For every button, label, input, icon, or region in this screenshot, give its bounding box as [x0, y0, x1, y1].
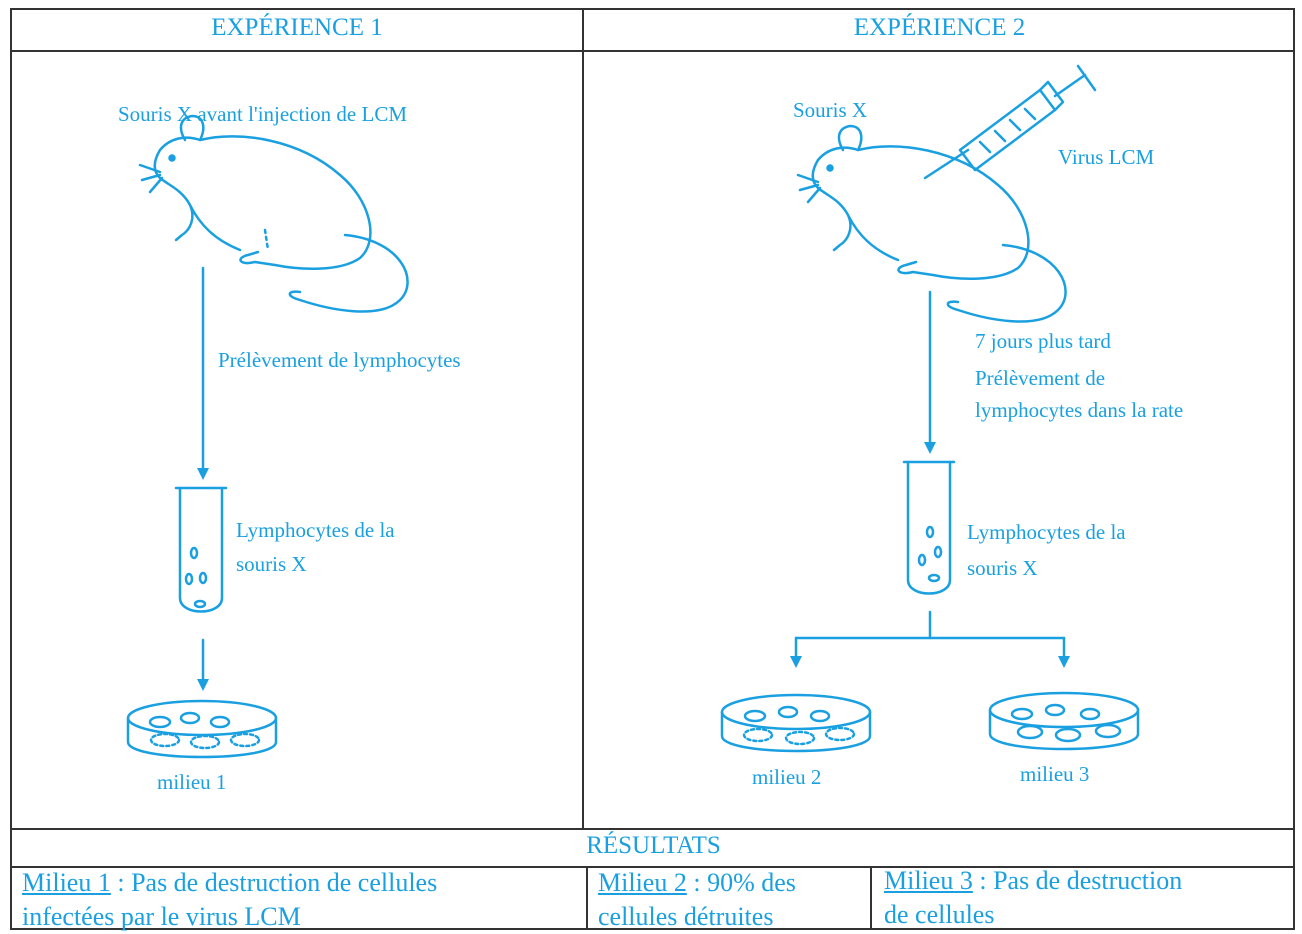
petri-dish-icon: [126, 699, 278, 759]
results-divider-1: [586, 866, 588, 930]
exp1-step-label: Prélèvement de lymphocytes: [218, 348, 461, 372]
result-milieu-3-text-1: : Pas de destruction: [972, 866, 1183, 895]
exp2-tube-label-1: Lymphocytes de la: [967, 520, 1126, 544]
result-milieu-1-text-2: infectées par le virus LCM: [22, 902, 301, 931]
exp1-tube-label-1: Lymphocytes de la: [236, 518, 395, 542]
result-milieu-2-name: Milieu 2: [598, 868, 687, 897]
results-top-divider: [10, 828, 1295, 830]
exp2-mouse-label: Souris X: [793, 98, 868, 122]
milieu-3-label: milieu 3: [1020, 762, 1090, 786]
result-milieu-1-name: Milieu 1: [22, 868, 111, 897]
result-milieu-2: Milieu 2 : 90% des cellules détruites: [598, 866, 796, 934]
experiment-2-title: EXPÉRIENCE 2: [853, 14, 1026, 41]
mouse-icon: [796, 124, 1067, 323]
results-divider-2: [870, 866, 872, 930]
result-milieu-2-text-2: cellules détruites: [598, 902, 774, 931]
petri-dish-icon: [720, 693, 872, 753]
exp1-mouse-label: Souris X avant l'injection de LCM: [118, 102, 407, 126]
result-milieu-1-line-1: Milieu 1 : Pas de destruction de cellule…: [22, 866, 437, 900]
result-milieu-1-text-1: : Pas de destruction de cellules: [110, 868, 438, 897]
table-frame: [10, 8, 1295, 930]
experiment-1-title: EXPÉRIENCE 1: [211, 14, 383, 41]
milieu-2-label: milieu 2: [752, 765, 822, 789]
result-milieu-2-text-1: : 90% des: [686, 868, 796, 897]
result-milieu-2-line-1: Milieu 2 : 90% des: [598, 866, 796, 900]
results-title: RÉSULTATS: [586, 832, 721, 859]
result-milieu-1: Milieu 1 : Pas de destruction de cellule…: [22, 866, 437, 934]
petri-dish-icon: [988, 691, 1140, 751]
exp2-step-label-3: lymphocytes dans la rate: [975, 398, 1184, 422]
mouse-icon: [138, 114, 409, 313]
exp1-tube-label-2: souris X: [236, 552, 307, 576]
result-milieu-3-line-1: Milieu 3 : Pas de destruction: [884, 864, 1182, 898]
header-divider: [10, 50, 1295, 52]
exp2-step-label-2: Prélèvement de: [975, 366, 1106, 390]
syringe-label: Virus LCM: [1058, 145, 1155, 169]
result-milieu-3-text-2: de cellules: [884, 900, 995, 929]
test-tube-icon: [174, 486, 228, 613]
exp2-step-label-1: 7 jours plus tard: [975, 329, 1111, 353]
result-milieu-3: Milieu 3 : Pas de destruction de cellule…: [884, 864, 1182, 932]
test-tube-icon: [902, 460, 956, 595]
exp2-tube-label-2: souris X: [967, 556, 1038, 580]
syringe-icon: [923, 64, 1097, 180]
milieu-1-label: milieu 1: [157, 770, 227, 794]
results-header-divider: [10, 866, 1295, 868]
experiment-divider: [582, 8, 584, 830]
result-milieu-3-name: Milieu 3: [884, 866, 973, 895]
